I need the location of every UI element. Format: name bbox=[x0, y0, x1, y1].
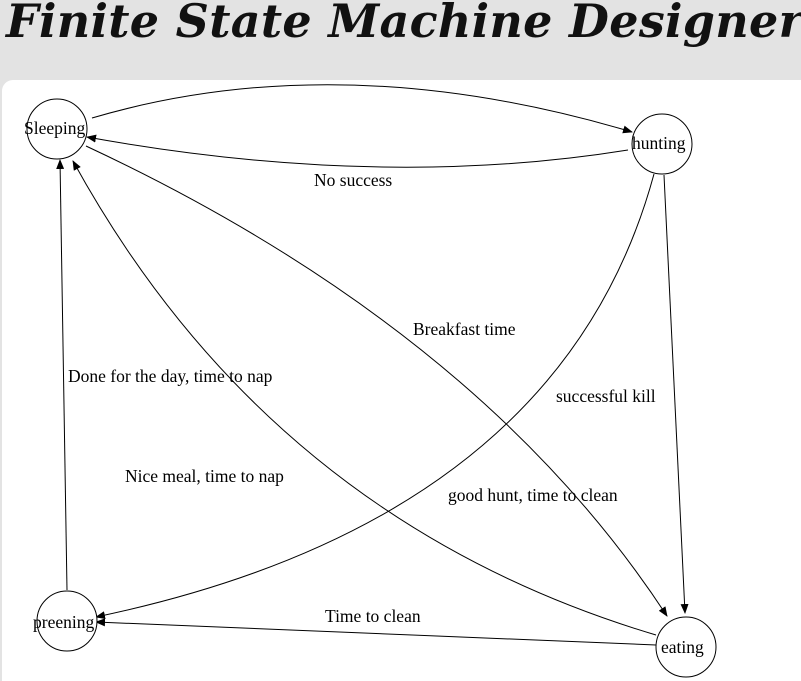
transition-eating-to-sleeping[interactable] bbox=[72, 160, 657, 636]
transition-label-time-to-clean: Time to clean bbox=[325, 606, 421, 626]
state-preening[interactable] bbox=[36, 590, 98, 652]
transition-hunting-to-eating[interactable] bbox=[663, 174, 689, 614]
state-label-sleeping: Sleeping bbox=[24, 118, 85, 138]
transition-label-nice-meal: Nice meal, time to nap bbox=[125, 466, 284, 486]
state-eating[interactable] bbox=[655, 616, 717, 678]
transition-hunting-to-sleeping[interactable] bbox=[86, 134, 629, 168]
transition-label-no-success: No success bbox=[314, 170, 392, 190]
transition-label-good-hunt: good hunt, time to clean bbox=[448, 485, 618, 505]
diagram-canvas[interactable] bbox=[2, 80, 801, 681]
app-title: Finite State Machine Designer bbox=[6, 0, 801, 48]
transition-hunting-to-preening[interactable] bbox=[95, 173, 655, 620]
transition-sleeping-to-eating[interactable] bbox=[85, 145, 668, 617]
state-label-preening: preening bbox=[33, 612, 94, 632]
transition-label-breakfast-time: Breakfast time bbox=[413, 319, 516, 339]
state-hunting[interactable] bbox=[631, 113, 693, 175]
state-sleeping[interactable] bbox=[26, 98, 88, 160]
transition-label-successful-kill: successful kill bbox=[556, 386, 656, 406]
transition-sleeping-to-hunting[interactable] bbox=[91, 84, 633, 134]
state-label-hunting: hunting bbox=[632, 133, 686, 153]
transition-eating-to-preening[interactable] bbox=[95, 618, 657, 646]
state-label-eating: eating bbox=[661, 637, 704, 657]
transition-label-done-for-the-day: Done for the day, time to nap bbox=[68, 366, 273, 386]
transition-preening-to-sleeping[interactable] bbox=[56, 159, 68, 591]
